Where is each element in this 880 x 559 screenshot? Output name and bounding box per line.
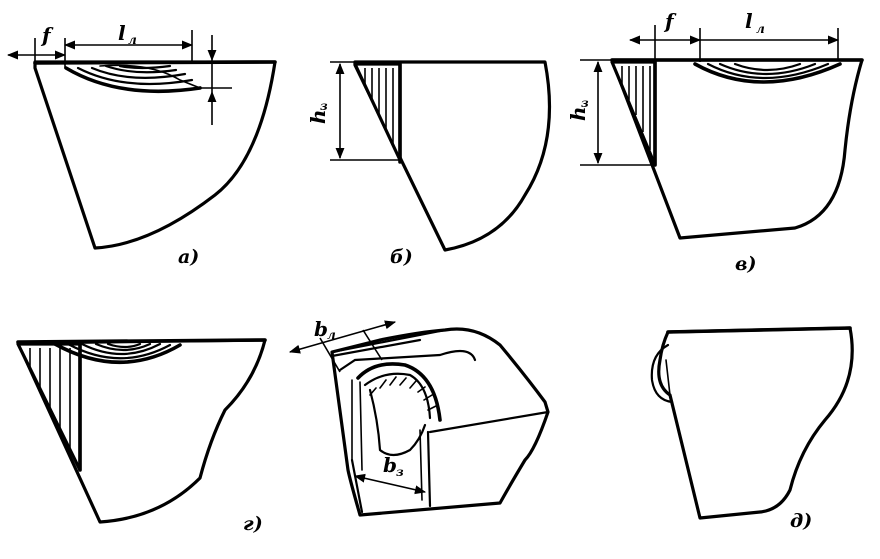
crater-wear-a	[64, 64, 202, 94]
panel-3d: b л b з	[288, 317, 550, 517]
caption-a: а)	[178, 246, 199, 268]
label-b-bottom: b	[383, 453, 397, 477]
flank-wear-b	[353, 62, 402, 162]
label-b-sub-bottom: з	[396, 465, 404, 479]
flank-wear-g	[16, 342, 82, 472]
label-h-v: h	[566, 106, 590, 121]
tool-tip-outline-b	[353, 60, 552, 252]
insert-body-3d	[330, 327, 550, 517]
label-l-sub-a: л	[128, 33, 137, 47]
crater-3d	[356, 362, 442, 457]
dim-b-top	[288, 320, 397, 354]
panel-g: г)	[16, 338, 267, 535]
tool-tip-outline-a	[33, 60, 277, 250]
label-f-v: f	[663, 9, 677, 33]
crater-wear-v	[693, 62, 842, 84]
edge-chipping-d	[650, 343, 674, 404]
label-b-top: b	[314, 317, 328, 341]
tool-tip-outline-v	[610, 58, 864, 240]
dim-b-bottom	[353, 473, 427, 495]
panel-b: h з б)	[306, 60, 552, 268]
label-h-sub-v: з	[581, 96, 589, 110]
flank-wear-v	[610, 60, 657, 167]
panel-d: д)	[650, 326, 854, 532]
caption-d: д)	[790, 510, 812, 532]
tool-tip-outline-d	[657, 326, 854, 520]
label-l-v: l	[745, 9, 753, 33]
panel-v: f l л h з в)	[566, 9, 864, 275]
label-f-a: f	[40, 23, 54, 47]
rake-face-a	[33, 60, 277, 65]
label-l-a: l	[118, 21, 126, 45]
label-b-sub-top: л	[327, 328, 336, 342]
label-h-b: h	[306, 109, 330, 124]
label-h-sub-b: з	[320, 99, 328, 113]
label-l-sub-v: л	[756, 22, 765, 36]
caption-g: г)	[243, 513, 263, 535]
crater-wear-g	[53, 342, 182, 365]
caption-v: в)	[735, 253, 756, 275]
panel-a: f l л а)	[6, 21, 277, 268]
caption-b: б)	[390, 246, 413, 268]
